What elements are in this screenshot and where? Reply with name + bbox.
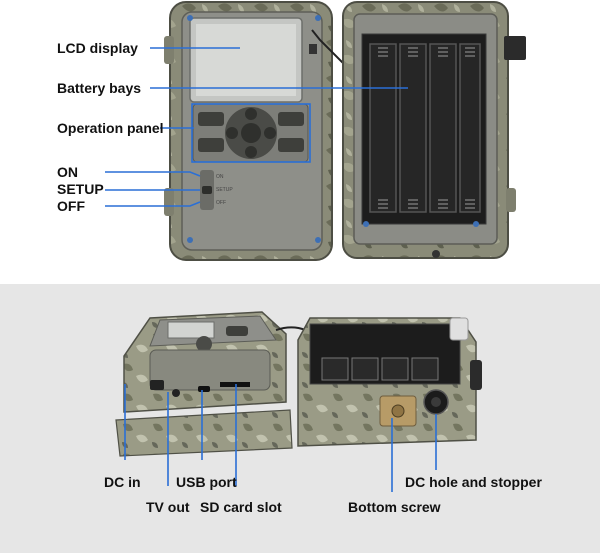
setup-label: SETUP [57, 181, 104, 197]
front-case: ON SETUP OFF [164, 1, 359, 261]
sd-card-slot-label: SD card slot [200, 499, 282, 515]
lcd-display-label: LCD display [57, 40, 138, 56]
usb-port[interactable] [198, 386, 210, 392]
on-label: ON [57, 164, 78, 180]
battery-compartment [342, 1, 526, 259]
center-button[interactable] [241, 123, 261, 143]
battery-box-underside [297, 317, 482, 447]
switch-off-print: OFF [216, 200, 226, 206]
bottom-screw[interactable] [391, 404, 405, 418]
bottom-leader-lines [124, 384, 437, 492]
tv-out-label: TV out [146, 499, 190, 515]
dc-in-label: DC in [104, 474, 141, 490]
dc-hole-stopper-label: DC hole and stopper [405, 474, 542, 490]
tv-out-port[interactable] [172, 389, 180, 397]
switch-on-print: ON [216, 174, 224, 180]
bottom-screw-label: Bottom screw [348, 499, 441, 515]
sd-card-slot[interactable] [220, 382, 250, 387]
shot-button[interactable] [198, 138, 224, 152]
menu-button[interactable] [198, 112, 224, 126]
switch-setup-print: SETUP [216, 187, 233, 193]
dc-in-port[interactable] [150, 380, 164, 390]
off-label: OFF [57, 198, 85, 214]
replay-button[interactable] [278, 138, 304, 152]
operation-panel-label: Operation panel [57, 120, 164, 136]
camera-underside [115, 311, 319, 457]
latch[interactable] [504, 36, 526, 60]
top-leader-lines [105, 47, 408, 207]
usb-port-label: USB port [176, 474, 237, 490]
ok-button[interactable] [278, 112, 304, 126]
battery-bays-label: Battery bays [57, 80, 142, 96]
